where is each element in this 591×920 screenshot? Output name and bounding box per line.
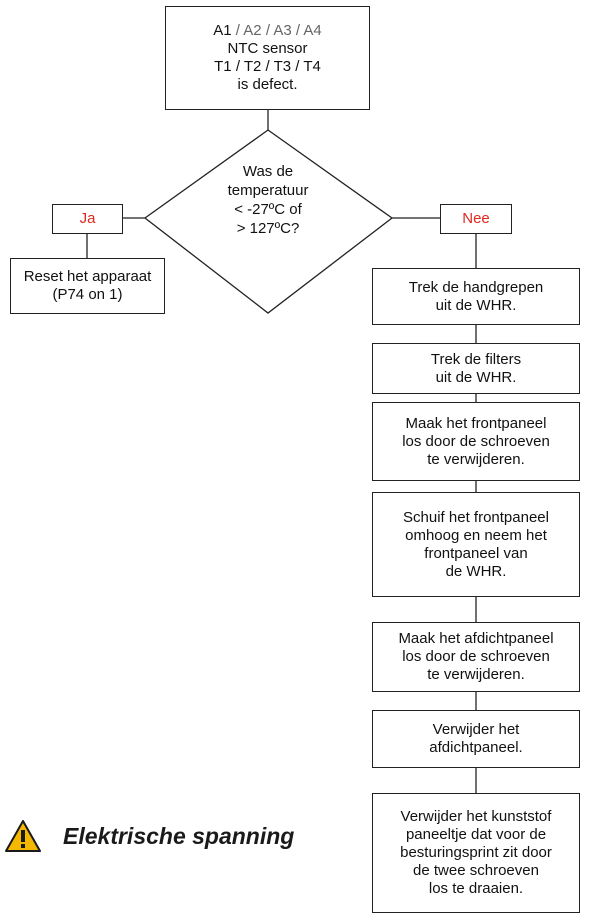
- step-5: Maak het afdichtpaneel los door de schro…: [372, 622, 580, 692]
- warning-triangle-icon: [5, 820, 41, 852]
- code-a2: A2: [243, 22, 262, 39]
- step-3: Maak het frontpaneel los door de schroev…: [372, 402, 580, 481]
- warning-notice: Elektrische spanning: [5, 820, 294, 852]
- step-6: Verwijder het afdichtpaneel.: [372, 710, 580, 768]
- yes-label: Ja: [52, 204, 123, 234]
- decision-question: Was de temperatuur < -27ºC of > 127ºC?: [227, 163, 309, 237]
- code-a4: A4: [303, 22, 322, 39]
- sensor-codes-line: A1 / A2 / A3 / A4: [213, 22, 322, 39]
- no-label: Nee: [440, 204, 512, 234]
- reset-box: Reset het apparaat (P74 on 1): [10, 258, 165, 314]
- step-7: Verwijder het kunststof paneeltje dat vo…: [372, 793, 580, 913]
- start-box: A1 / A2 / A3 / A4 NTC sensor T1 / T2 / T…: [165, 6, 370, 110]
- code-a1: A1: [213, 22, 232, 39]
- code-a3: A3: [273, 22, 292, 39]
- step-4: Schuif het frontpaneel omhoog en neem he…: [372, 492, 580, 597]
- warning-label: Elektrische spanning: [63, 822, 295, 849]
- start-line-3: T1 / T2 / T3 / T4: [214, 58, 321, 75]
- step-2: Trek de filters uit de WHR.: [372, 343, 580, 394]
- start-line-4: is defect.: [237, 76, 298, 93]
- decision-diamond: [143, 129, 394, 314]
- step-1: Trek de handgrepen uit de WHR.: [372, 268, 580, 325]
- start-line-2: NTC sensor: [227, 40, 308, 57]
